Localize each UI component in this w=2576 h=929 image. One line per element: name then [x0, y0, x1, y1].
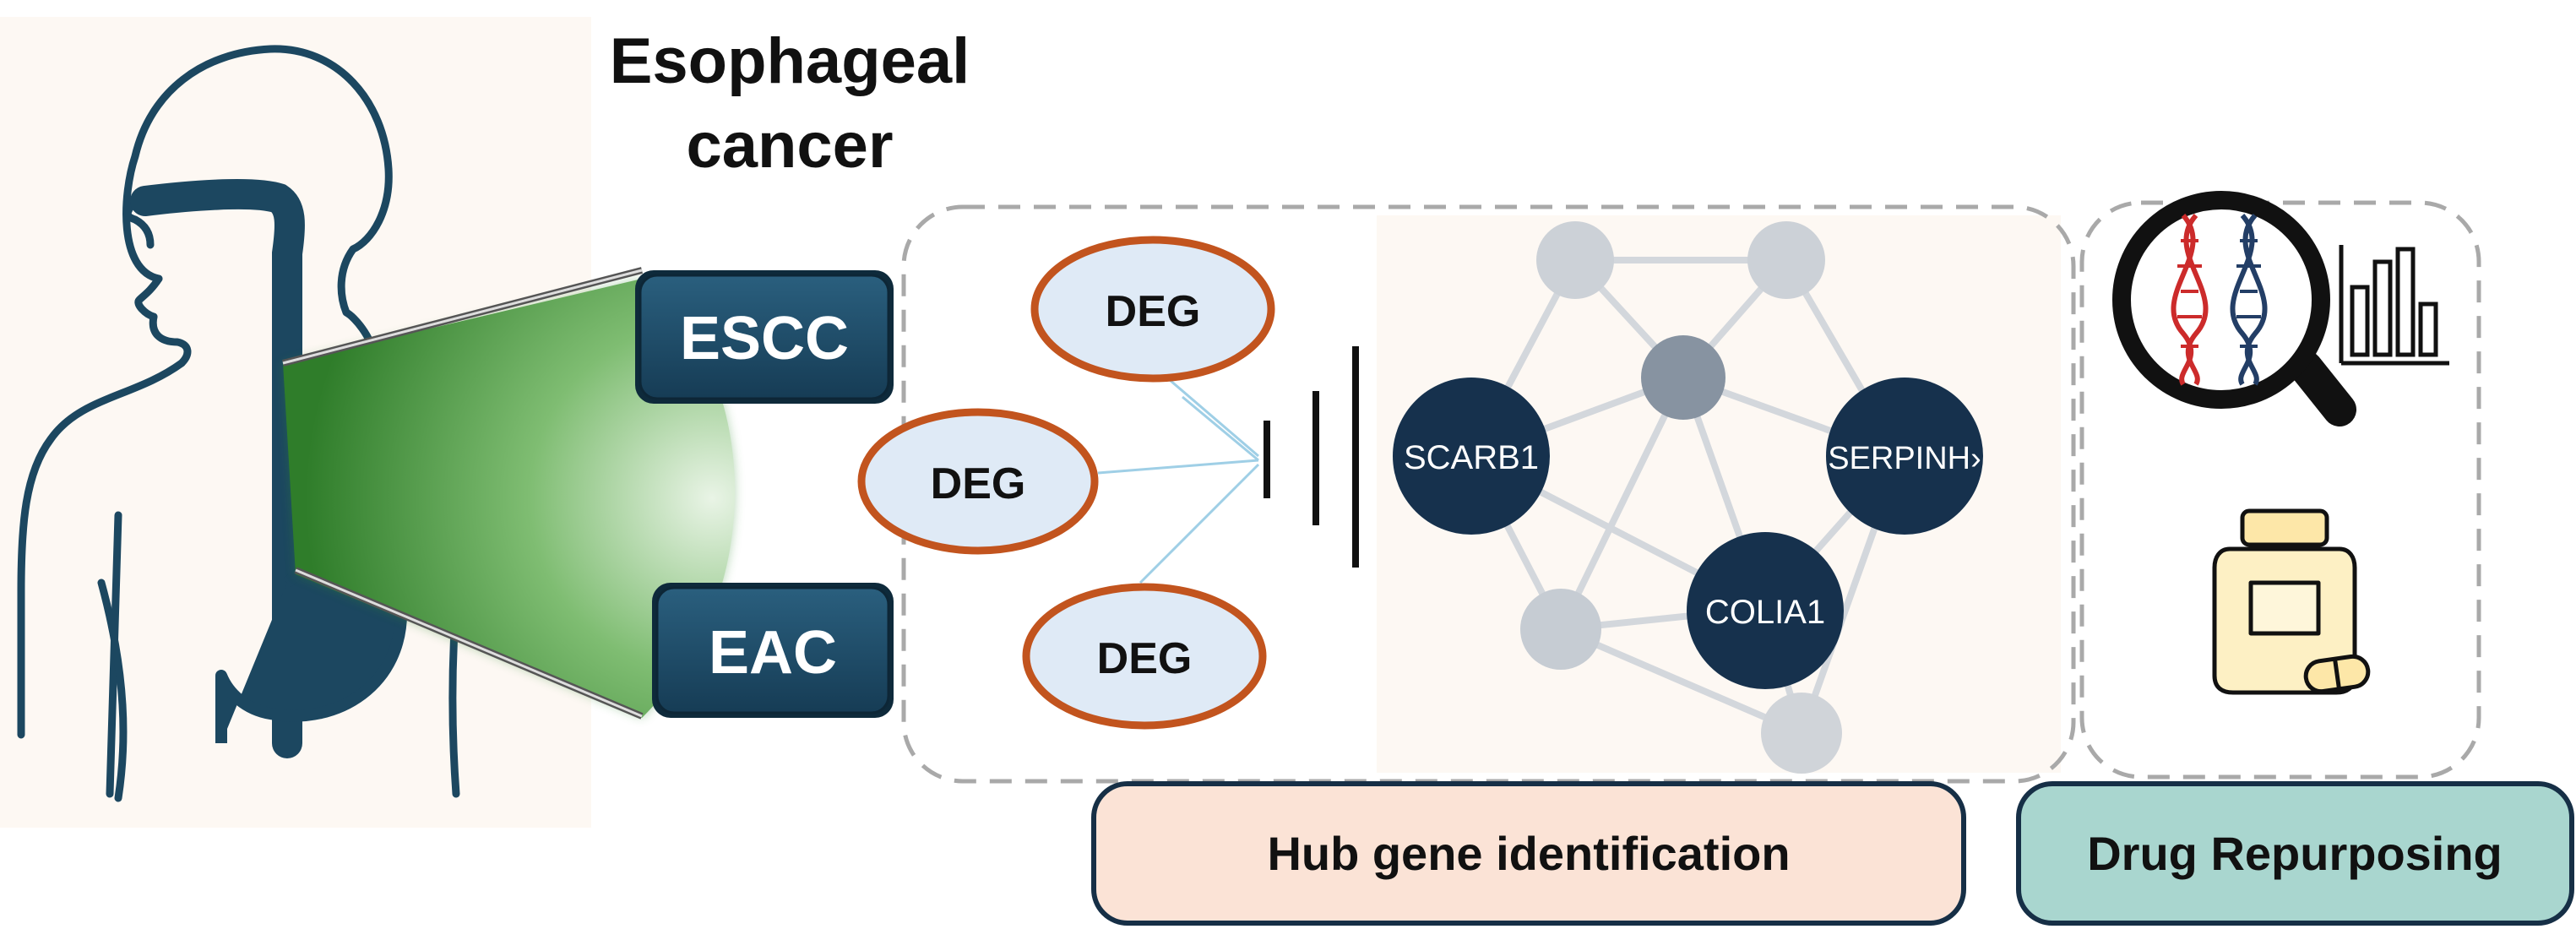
escc-label: ESCC [680, 305, 849, 372]
pill-bottle-icon [2212, 508, 2371, 695]
eac-label: EAC [709, 619, 837, 687]
hub-gene-node-scarb1: SCARB1 [1393, 378, 1550, 535]
deg-node-top: DEG [1030, 236, 1275, 383]
eac-box: EAC [652, 583, 894, 718]
hub-gene-label-colia1: COLIA1 [1705, 594, 1825, 631]
network-node-minor [1761, 693, 1842, 774]
hub-gene-identification-caption: Hub gene identification [1091, 781, 1966, 926]
diagram-title-line2: cancer [686, 110, 893, 182]
dna-magnifier-icon [2112, 191, 2356, 426]
deg-label-middle: DEG [931, 459, 1026, 508]
drug-caption-label: Drug Repurposing [2087, 827, 2503, 880]
hub-gene-node-serpinh: SERPINH› [1826, 378, 1983, 535]
hub-gene-node-colia1: COLIA1 [1687, 532, 1844, 689]
deg-label-top: DEG [1106, 287, 1201, 336]
network-node-minor [1536, 221, 1614, 299]
filter-bars-icon [1264, 346, 1359, 568]
magnification-beam [281, 267, 735, 720]
drug-repurposing-caption: Drug Repurposing [2016, 781, 2574, 926]
hub-gene-label-serpinh: SERPINH› [1828, 441, 1981, 476]
hub-gene-label-scarb1: SCARB1 [1404, 439, 1539, 476]
deg-node-middle: DEG [857, 408, 1099, 555]
escc-box: ESCC [635, 270, 894, 404]
network-node-minor [1520, 589, 1601, 670]
hub-gene-caption-label: Hub gene identification [1267, 827, 1790, 880]
bar-chart-icon [2339, 245, 2449, 366]
deg-label-bottom: DEG [1097, 634, 1193, 683]
deg-node-bottom: DEG [1022, 583, 1267, 730]
deg-connector-lines [1097, 378, 1260, 584]
network-node-minor [1747, 221, 1825, 299]
diagram-title-line1: Esophageal [610, 25, 970, 97]
network-node-central [1641, 335, 1725, 420]
